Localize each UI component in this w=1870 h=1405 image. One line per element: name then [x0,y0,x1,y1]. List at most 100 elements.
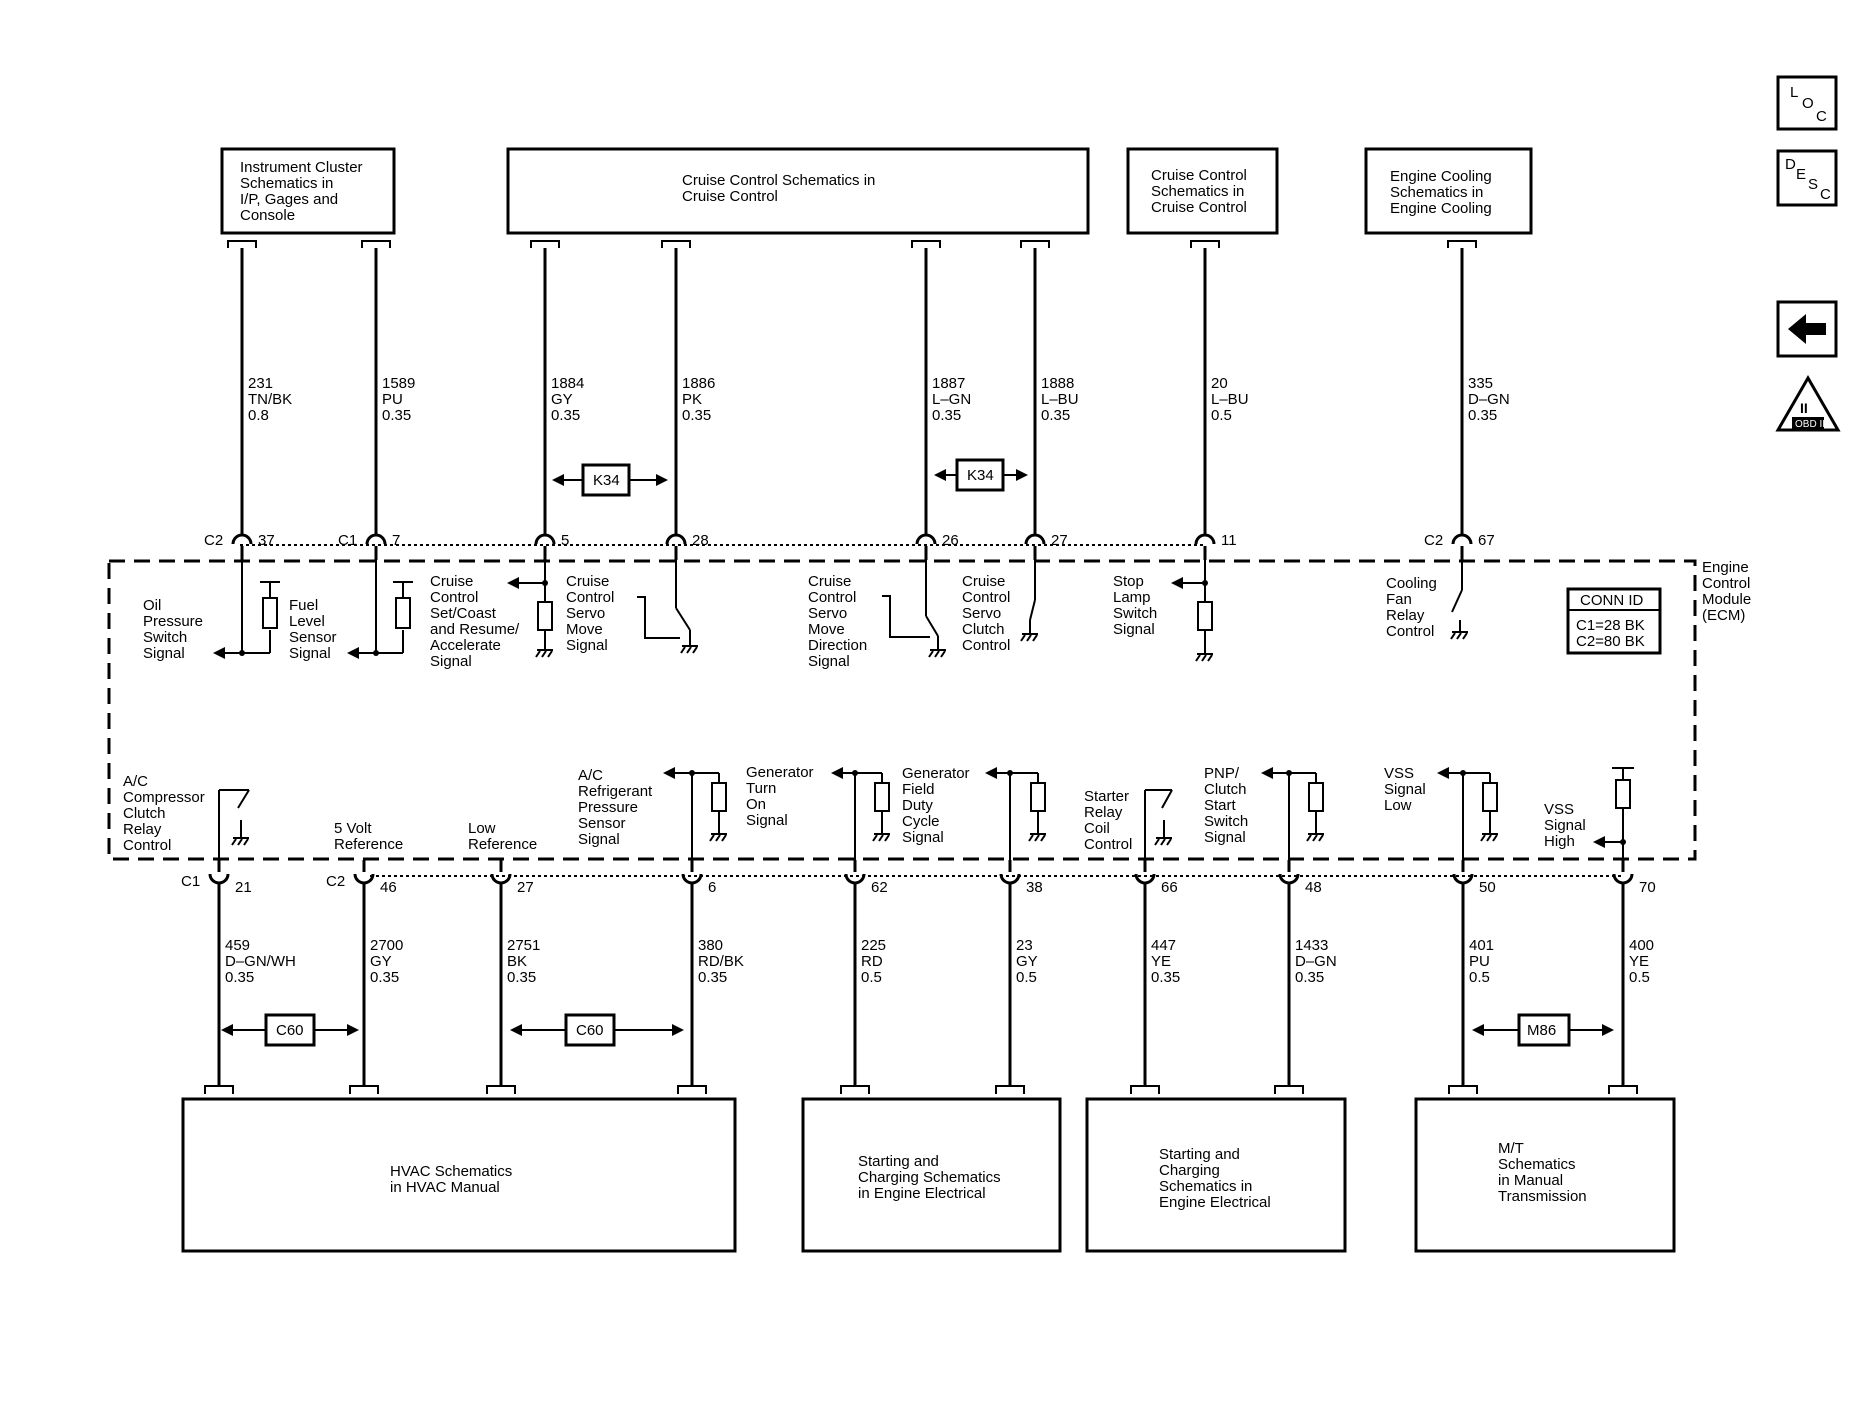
wire-terminal [840,1085,870,1094]
wire-terminal [1020,240,1050,248]
option-tag-m86: M86 [1472,1013,1614,1047]
obd-ii-icon[interactable]: II OBD II [1775,374,1841,432]
desc-letter: S [1808,176,1818,193]
signal-label: Control [123,837,171,854]
instrument-cluster-box: Instrument Cluster Schematics in I/P, Ga… [220,147,396,235]
signal-label: Move [808,621,845,638]
signal-label: VSS [1544,801,1574,818]
pin-number: 26 [942,532,959,549]
signal-label: Signal [902,829,944,846]
signal-label: Clutch [962,621,1005,638]
signal-label: Control [962,637,1010,654]
wire-gauge: 0.35 [551,407,580,424]
signal-label: Pressure [143,613,203,630]
connector-id: C2 [1424,532,1443,549]
wire-color: RD [861,953,883,970]
wire-circuit: 401 [1469,937,1494,954]
signal-label: Clutch [123,805,166,822]
pin-cavity [231,533,253,545]
box-text-line: Transmission [1498,1188,1587,1205]
wire-circuit: 1888 [1041,375,1074,392]
five-volt-ref-label: 5 Volt Reference [334,820,403,853]
starting-charging-box-2: Starting and Charging Schematics in Engi… [1085,1097,1347,1253]
desc-button[interactable]: D E S C [1776,149,1838,207]
box-text-line: Charging Schematics [858,1169,1001,1186]
wire-terminal [1274,1085,1304,1094]
signal-label: Cooling [1386,575,1437,592]
vss-low-circuit: VSS Signal Low [1384,765,1498,870]
gen-turn-on-circuit: Generator Turn On Signal [746,764,890,870]
signal-label: Pressure [578,799,638,816]
wire-circuit: 400 [1629,937,1654,954]
signal-label: Reference [334,836,403,853]
signal-label: Signal [430,653,472,670]
box-text-line: Schematics in [1151,183,1244,200]
tag-text: K34 [967,467,994,484]
wire-terminal [911,240,941,248]
wire-terminal [486,1085,516,1094]
ecm-label-line: Engine [1702,559,1749,576]
wire-color: GY [370,953,392,970]
tag-text: M86 [1527,1022,1556,1039]
loc-button[interactable]: L O C [1776,75,1838,131]
oil-pressure-circuit: Oil Pressure Switch Signal [143,550,280,662]
signal-label: Starter [1084,788,1129,805]
pin-number: 48 [1305,879,1322,896]
wire-circuit: 335 [1468,375,1493,392]
wire-color: D–GN [1468,391,1510,408]
wire-terminal [995,1085,1025,1094]
ecm-label-line: Control [1702,575,1750,592]
signal-label: Control [430,589,478,606]
signal-label: Switch [143,629,187,646]
signal-label: Signal [1113,621,1155,638]
signal-label: Set/Coast [430,605,497,622]
wire-gauge: 0.35 [1295,969,1324,986]
wire-color: TN/BK [248,391,292,408]
top-wire: 20L–BU0.511 [1190,240,1249,560]
signal-label: Control [566,589,614,606]
back-button[interactable] [1776,300,1838,358]
box-text-line: HVAC Schematics [390,1163,512,1180]
wire-circuit: 1886 [682,375,715,392]
wire-gauge: 0.35 [382,407,411,424]
wire-color: PK [682,391,702,408]
signal-label: Generator [902,765,970,782]
pin-number: 37 [258,532,275,549]
signal-label: Relay [123,821,162,838]
wire-circuit: 447 [1151,937,1176,954]
box-text-line: Schematics [1498,1156,1576,1173]
pin-cavity [1612,873,1634,885]
wire-terminal [1190,240,1220,248]
pin-cavity [490,873,512,885]
box-text-line: in Manual [1498,1172,1563,1189]
box-text-line: I/P, Gages and [240,191,338,208]
wire-gauge: 0.35 [682,407,711,424]
box-text-line: Cruise Control [1151,167,1247,184]
ac-clutch-circuit: A/C Compressor Clutch Relay Control [123,773,250,870]
box-text-line: Schematics in [1390,184,1483,201]
wire-circuit: 20 [1211,375,1228,392]
signal-label: A/C [123,773,148,790]
ecm-label-line: (ECM) [1702,607,1745,624]
pin-number: 11 [1221,532,1237,549]
wire-gauge: 0.35 [1041,407,1070,424]
wire-gauge: 0.35 [932,407,961,424]
box-text-line: Schematics in [1159,1178,1252,1195]
option-tag-k34-right: K34 [934,458,1028,492]
wire-terminal [1608,1085,1638,1094]
signal-label: Direction [808,637,867,654]
wire-gauge: 0.8 [248,407,269,424]
signal-label: Control [1084,836,1132,853]
signal-label: Duty [902,797,933,814]
pin-number: 6 [708,879,716,896]
signal-label: Accelerate [430,637,501,654]
